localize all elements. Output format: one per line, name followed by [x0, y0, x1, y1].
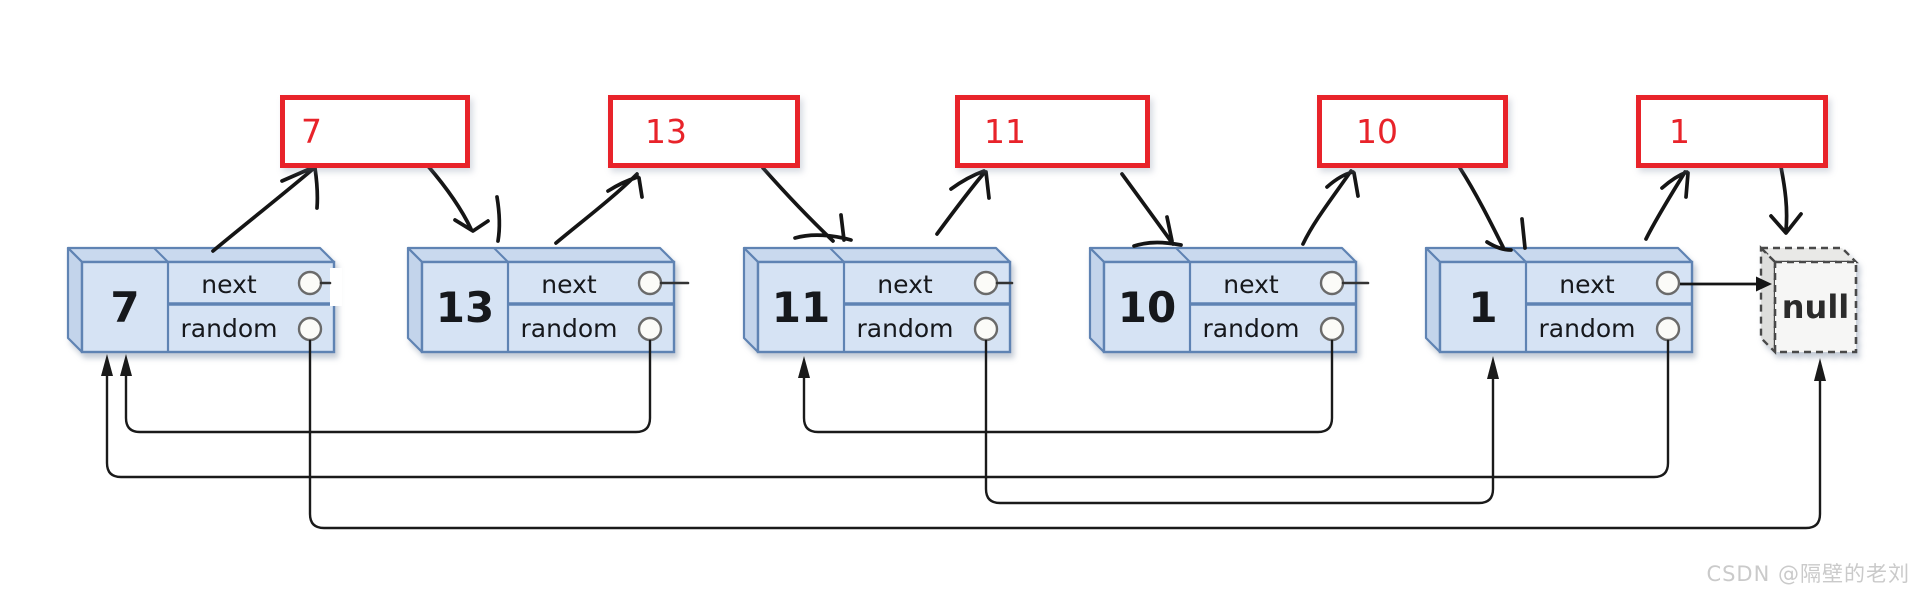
copy-up-arrows — [211, 165, 1690, 253]
copy-value: 1 — [1669, 112, 1690, 151]
arrow-11-to-copy11 — [935, 169, 991, 236]
copy-value: 11 — [984, 112, 1026, 151]
random-curve-13-to-7 — [124, 339, 652, 434]
null-label: null — [1781, 288, 1850, 326]
random-curve-1-to-7 — [105, 339, 1670, 479]
random-curve-7-to-null — [308, 339, 1822, 530]
copy-box-11: 11 — [955, 95, 1150, 168]
copy-box-13: 13 — [608, 95, 800, 168]
arrow-copy11-to-10 — [1120, 172, 1183, 248]
node-box-7 — [66, 246, 336, 354]
copy-box-1: 1 — [1636, 95, 1828, 168]
erased-next-pointer-patch — [330, 268, 342, 306]
arrow-1-to-copy1 — [1644, 170, 1690, 241]
random-pointer-curves — [105, 339, 1822, 530]
copy-down-arrows — [426, 164, 1803, 252]
copy-box-7: 7 — [280, 95, 470, 168]
copy-value: 13 — [645, 112, 687, 151]
random-pointer-arrowheads — [101, 354, 1826, 381]
node-box-1 — [1424, 246, 1694, 354]
arrow-copy10-to-1 — [1458, 166, 1527, 252]
node-box-13 — [406, 246, 676, 354]
arrow-10-to-copy10 — [1301, 169, 1360, 246]
random-curve-10-to-11 — [802, 339, 1334, 434]
next-arrow-1-to-null — [1680, 276, 1772, 292]
copy-box-10: 10 — [1317, 95, 1508, 168]
watermark: CSDN @隔壁的老刘 — [1706, 562, 1910, 586]
arrow-copy13-to-11 — [761, 166, 853, 243]
arrow-copy7-to-13 — [426, 164, 502, 243]
arrow-copy1-to-null — [1769, 165, 1803, 235]
copy-value: 10 — [1356, 112, 1398, 151]
node-box-10 — [1088, 246, 1358, 354]
arrow-7-to-copy7 — [211, 165, 320, 253]
node-box-11 — [742, 246, 1012, 354]
arrow-13-to-copy13 — [554, 172, 644, 245]
copy-value: 7 — [301, 112, 322, 151]
random-curve-11-to-1 — [984, 339, 1495, 505]
